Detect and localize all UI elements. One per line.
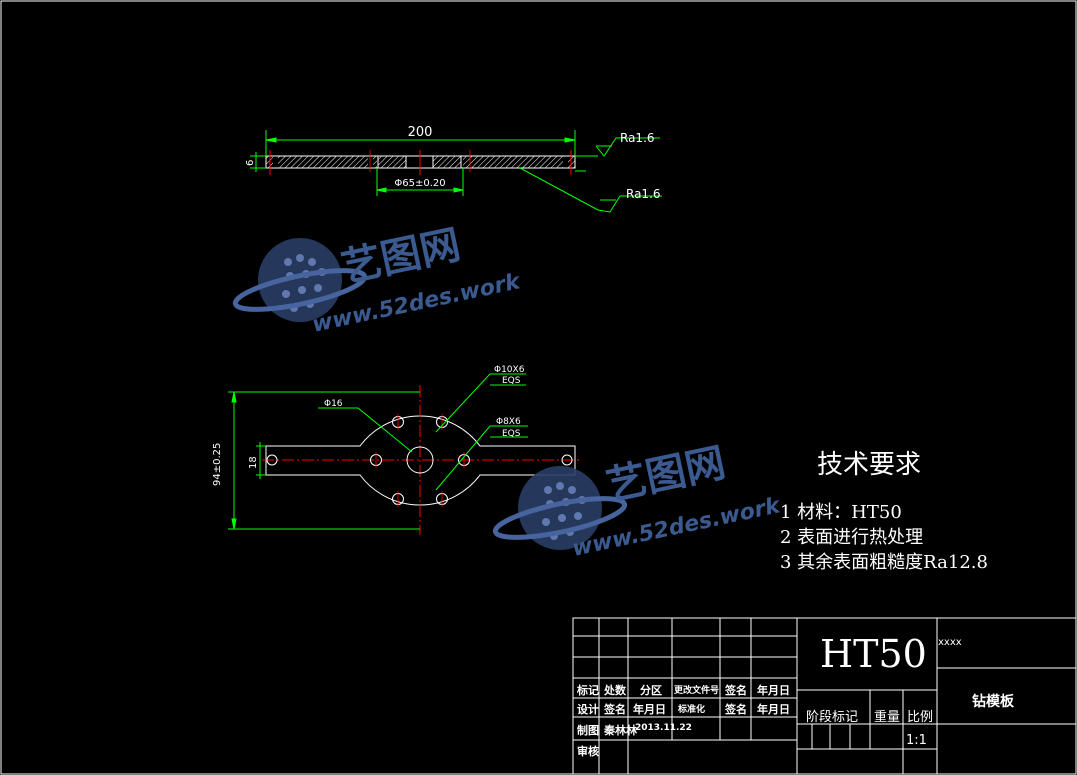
tb-design-cell: 标准化 — [678, 705, 706, 715]
dim-overall-length-text: 200 — [408, 125, 433, 140]
tb-drafter: 秦林林 — [604, 724, 637, 737]
tb-design-cell: 设计 — [577, 703, 599, 716]
tb-design-cell: 签名 — [725, 703, 747, 716]
tb-header-cell: 更改文件号 — [674, 686, 720, 696]
title-block-grid — [572, 617, 1077, 775]
tb-header-cell: 签名 — [725, 684, 747, 697]
leader-center-bore — [318, 407, 413, 453]
watermark-url-2: www.52des.work — [570, 493, 783, 562]
leader-small-holes-dia: Φ8X6 — [496, 417, 521, 427]
section-web — [432, 155, 462, 169]
section-hole-cut — [368, 155, 373, 169]
tb-drafting-label: 制图 — [577, 724, 599, 737]
tech-req-title: 技术要求 — [817, 450, 922, 480]
tb-header-cell: 标记 — [577, 684, 599, 697]
dim-bore-text: Φ65±0.20 — [394, 178, 445, 189]
tb-review-label: 审核 — [577, 745, 599, 758]
roughness-symbol-bottom — [519, 167, 662, 213]
center-bore — [406, 446, 434, 474]
tb-weight-label: 重量 — [874, 710, 901, 725]
section-hole-cut — [273, 155, 278, 169]
tb-scale-value: 1:1 — [906, 733, 927, 748]
watermark-url-1: www.52des.work — [310, 269, 523, 338]
dim-arm-width-text: 18 — [248, 456, 259, 469]
tb-design-cell: 签名 — [604, 703, 626, 716]
watermark-brand-2: 艺图网 — [603, 440, 730, 510]
watermark-logo-1 — [232, 238, 368, 322]
hole-end-left — [266, 454, 278, 466]
tech-req-item: 2 表面进行热处理 — [780, 527, 924, 548]
tb-design-cell: 年月日 — [757, 703, 790, 716]
dim-thickness-text: 6 — [245, 160, 256, 166]
tb-design-cell: 年月日 — [633, 703, 666, 716]
roughness-text-top: Ra1.6 — [620, 131, 655, 145]
dim-height — [228, 391, 420, 530]
roughness-symbol-top — [575, 137, 660, 157]
watermark-brand-1: 艺图网 — [338, 222, 465, 292]
leader-small-holes — [435, 425, 528, 491]
tech-req-item: 3 其余表面粗糙度Ra12.8 — [780, 552, 988, 573]
leader-center-bore-text: Φ16 — [324, 399, 343, 409]
title-block-code: xxxx — [938, 637, 962, 648]
tech-req-item: 1 材料：HT50 — [780, 502, 902, 523]
dim-arm-width — [256, 442, 266, 479]
section-web — [377, 155, 407, 169]
roughness-text-bottom: Ra1.6 — [626, 187, 661, 201]
title-block-part-name: 钻模板 — [972, 694, 1014, 710]
section-hole-cut — [563, 155, 568, 169]
leader-large-holes — [435, 373, 526, 433]
tb-scale-label: 比例 — [907, 710, 934, 725]
dim-height-text: 94±0.25 — [212, 443, 223, 486]
hole-end-right — [561, 454, 573, 466]
tb-header-cell: 分区 — [640, 684, 662, 697]
leader-small-holes-eqs: EQS — [502, 429, 521, 439]
tb-header-cell: 处数 — [604, 684, 626, 697]
leader-large-holes-dia: Φ10X6 — [494, 365, 525, 375]
title-block-material: HT50 — [820, 632, 927, 676]
dim-overall-length — [265, 130, 576, 156]
tb-date: 2013.11.22 — [635, 723, 692, 733]
tb-header-cell: 年月日 — [757, 684, 790, 697]
tb-stage-label: 阶段标记 — [806, 710, 859, 725]
plan-view: 94±0.25 18 Φ16 Φ10X6 EQS Φ8X6 EQS — [212, 365, 580, 535]
leader-large-holes-eqs: EQS — [502, 376, 521, 386]
section-view: 200 6 Φ65±0.20 Ra1.6 Ra1.6 — [245, 125, 662, 213]
watermark-logo-2 — [492, 466, 628, 550]
dim-bore — [376, 168, 464, 196]
dim-thickness — [250, 152, 266, 172]
